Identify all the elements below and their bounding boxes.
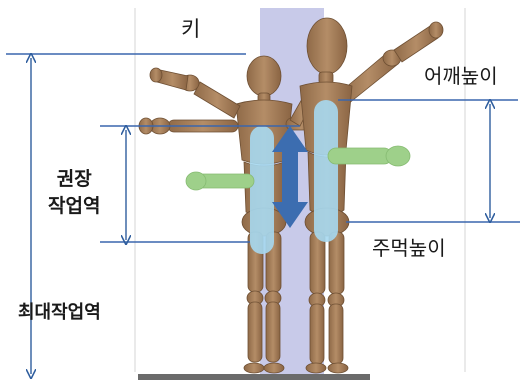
recommended-work-area-line2: 작업역 <box>48 193 100 220</box>
height-label: 키 <box>181 19 200 40</box>
max-work-area-label: 최대작업역 <box>18 304 101 322</box>
right-spine-zone <box>314 100 338 242</box>
right-arm-zone <box>328 146 410 166</box>
recommended-work-area-label: 권장 작업역 <box>48 166 100 220</box>
elbow-height-label: 주먹높이 <box>372 238 446 258</box>
left-spine-zone <box>250 126 274 254</box>
shoulder-height-label: 어깨높이 <box>424 66 498 86</box>
left-arm-zone <box>186 172 254 190</box>
floor-bar <box>138 374 370 380</box>
recommended-work-area-line1: 권장 <box>48 166 100 193</box>
